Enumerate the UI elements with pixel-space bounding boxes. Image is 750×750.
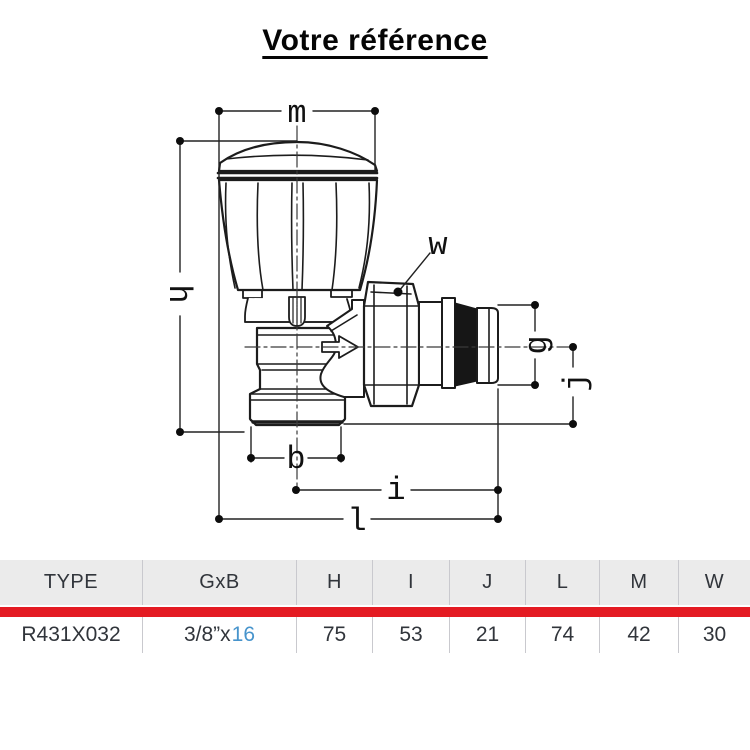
dimension-dots [176, 107, 577, 523]
value-cell-i: 53 [373, 617, 450, 653]
value-cell-h: 75 [297, 617, 373, 653]
header-cell-l: L [526, 560, 600, 605]
dimension-m [218, 110, 376, 520]
pipe-thread [454, 302, 478, 387]
dimension-lines [179, 110, 574, 520]
union-nut-facets [363, 284, 420, 405]
knob-skirt-right-tab [330, 289, 353, 298]
gxb-thread-text: 16 [231, 623, 256, 646]
value-cell-type: R431X032 [0, 617, 143, 653]
value-cell-m: 42 [600, 617, 679, 653]
dimension-g [497, 304, 536, 386]
dimension-label-g: g [519, 335, 556, 354]
header-cell-j: J [450, 560, 526, 605]
dimension-label-j: j [558, 372, 595, 391]
gxb-size-text: 3/8”x [183, 623, 231, 646]
value-cell-l: 74 [526, 617, 600, 653]
dimension-label-m: m [287, 95, 306, 132]
header-cell-w: W [704, 571, 725, 593]
header-cell-type: TYPE [0, 560, 143, 605]
pipe-flange [441, 297, 456, 389]
header-cell-gxb: GxB [143, 560, 297, 605]
knob-grip-ribs [224, 182, 371, 291]
spec-table-header-row: TYPE GxB H I J L M W [0, 560, 750, 605]
knob-skirt-left-tab [242, 289, 263, 299]
center-lines [244, 125, 574, 491]
union-nut-assembly [362, 280, 499, 408]
dimension-l [218, 388, 499, 520]
knob-cap [217, 140, 379, 173]
value-cell-j: 21 [450, 617, 526, 653]
page-title: Votre référence [262, 24, 488, 57]
union-nut [362, 280, 421, 408]
dimension-label-b: b [286, 441, 305, 478]
dimension-label-h: h [160, 284, 197, 303]
header-cell-m: M [600, 560, 679, 605]
knob-grip [217, 178, 379, 292]
dimension-label-w: w [428, 227, 447, 264]
dimension-label-l: l [347, 503, 366, 540]
header-cell-i: I [373, 560, 450, 605]
dimension-labels: m h w g j b i l [160, 95, 595, 540]
dimension-label-i: i [386, 472, 405, 509]
valve-technical-drawing: m h w g j b i l [160, 95, 595, 540]
pipe-neck [418, 301, 443, 386]
red-divider-bar [0, 607, 750, 617]
w-leader-line [398, 252, 431, 292]
dimension-h [179, 140, 298, 433]
flow-arrow [321, 335, 359, 359]
valve-branch-chamfer-line [330, 314, 358, 332]
value-cell-w: 30 [702, 623, 727, 646]
valve-tail-bottom-edge [249, 418, 346, 425]
valve-body [248, 299, 365, 427]
header-cell-h: H [297, 560, 373, 605]
pipe-end [476, 307, 499, 384]
